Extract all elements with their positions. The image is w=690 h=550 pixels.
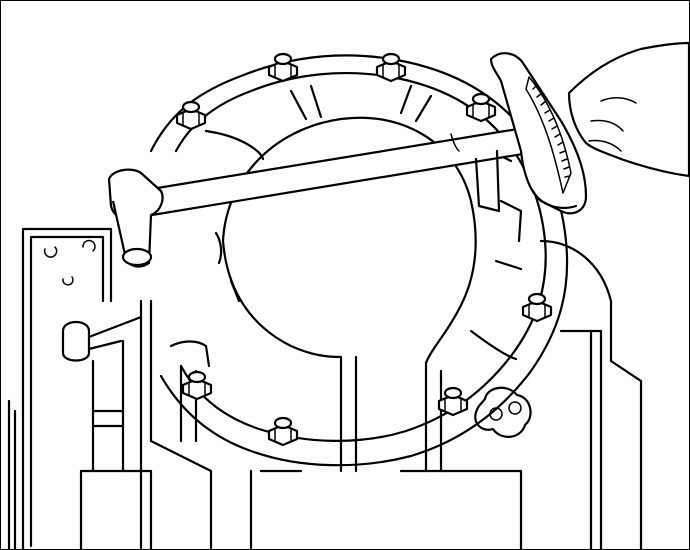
bolt-icon: [437, 386, 469, 417]
torque-wrench-icon: [107, 52, 588, 268]
drain-port: [474, 386, 532, 438]
bolt-icon: [521, 292, 553, 323]
lower-stud: [61, 315, 153, 549]
bolt-icon: [375, 52, 407, 83]
left-bracket: [7, 227, 113, 549]
bolt-icon: [267, 52, 299, 83]
bolt-icon: [267, 416, 299, 447]
bolt-icon: [465, 92, 497, 123]
flange-bolts: [175, 52, 553, 447]
bolt-icon: [181, 370, 213, 401]
hand-icon: [567, 41, 689, 178]
bolt-icon: [175, 100, 207, 131]
